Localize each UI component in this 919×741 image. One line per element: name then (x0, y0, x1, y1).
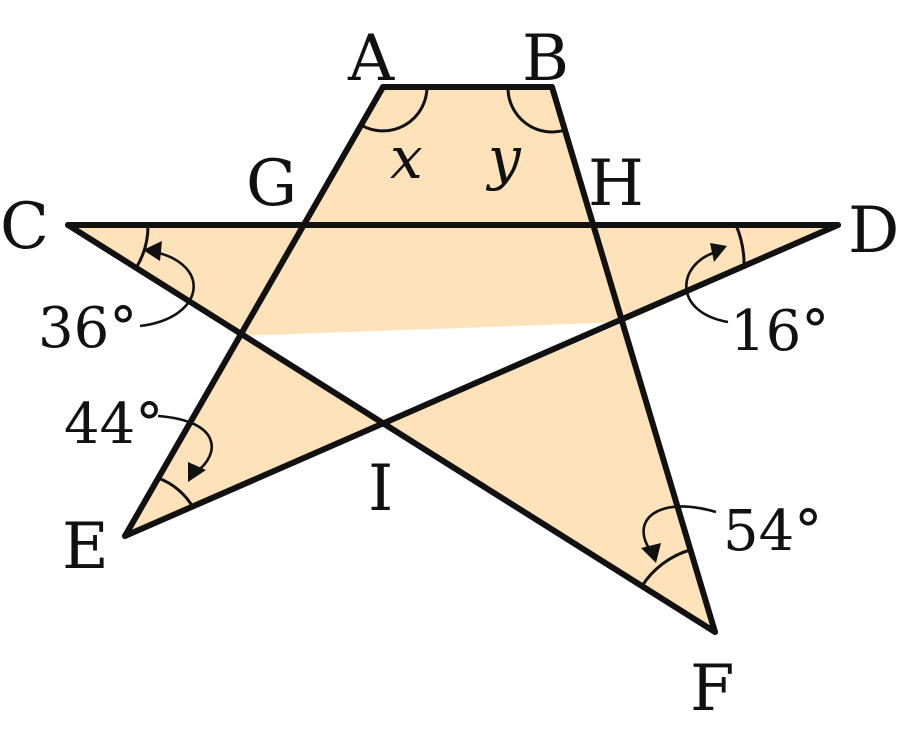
pointer-curve-d (685, 250, 729, 324)
variable-labels: x y (390, 124, 522, 192)
trapezoid-fill (238, 87, 625, 336)
pointer-arrowhead-d (710, 243, 727, 262)
angle-arc-y (506, 86, 566, 134)
vertex-label-e: E (62, 510, 109, 584)
angle-arcs (134, 86, 746, 587)
vertex-label-b: B (522, 22, 569, 96)
angle-label-c: 36° (38, 296, 137, 361)
angle-pointers (139, 241, 729, 563)
edge-cf (65, 222, 718, 635)
vertex-label-h: H (588, 147, 644, 221)
pointer-curve-f (642, 505, 717, 551)
lower-left-fill (125, 336, 385, 536)
pointer-curve-e (157, 414, 213, 474)
vertex-label-a: A (347, 22, 395, 96)
left-wing-fill (68, 225, 305, 336)
edges (65, 84, 841, 635)
vertex-label-d: D (848, 194, 899, 268)
angle-label-e: 44° (64, 392, 163, 457)
angle-arc-c (134, 224, 150, 269)
variable-label-y: y (485, 124, 522, 192)
vertex-label-f: F (690, 652, 734, 726)
pointer-arrowhead-e (188, 462, 206, 482)
angle-arc-e (157, 476, 196, 510)
edge-de (122, 222, 841, 539)
variable-label-x: x (390, 124, 423, 192)
angle-label-f: 54° (723, 499, 822, 564)
angle-arc-f (640, 548, 691, 587)
pointer-curve-c (139, 250, 195, 328)
vertex-labels: A B C D E F G H I (0, 22, 899, 726)
vertex-label-g: G (246, 147, 297, 221)
angle-labels: 36° 16° 44° 54° (38, 296, 829, 564)
vertex-label-i: I (368, 452, 393, 526)
angle-arc-d (734, 224, 746, 270)
pointer-arrowhead-f (641, 543, 661, 563)
angle-arc-x (360, 86, 429, 133)
pointer-arrowhead-c (143, 241, 162, 261)
edge-ae (122, 84, 386, 539)
edge-bf (549, 84, 718, 635)
vertex-label-c: C (0, 190, 49, 264)
angle-label-d: 16° (730, 299, 829, 364)
lower-right-fill (385, 322, 715, 632)
